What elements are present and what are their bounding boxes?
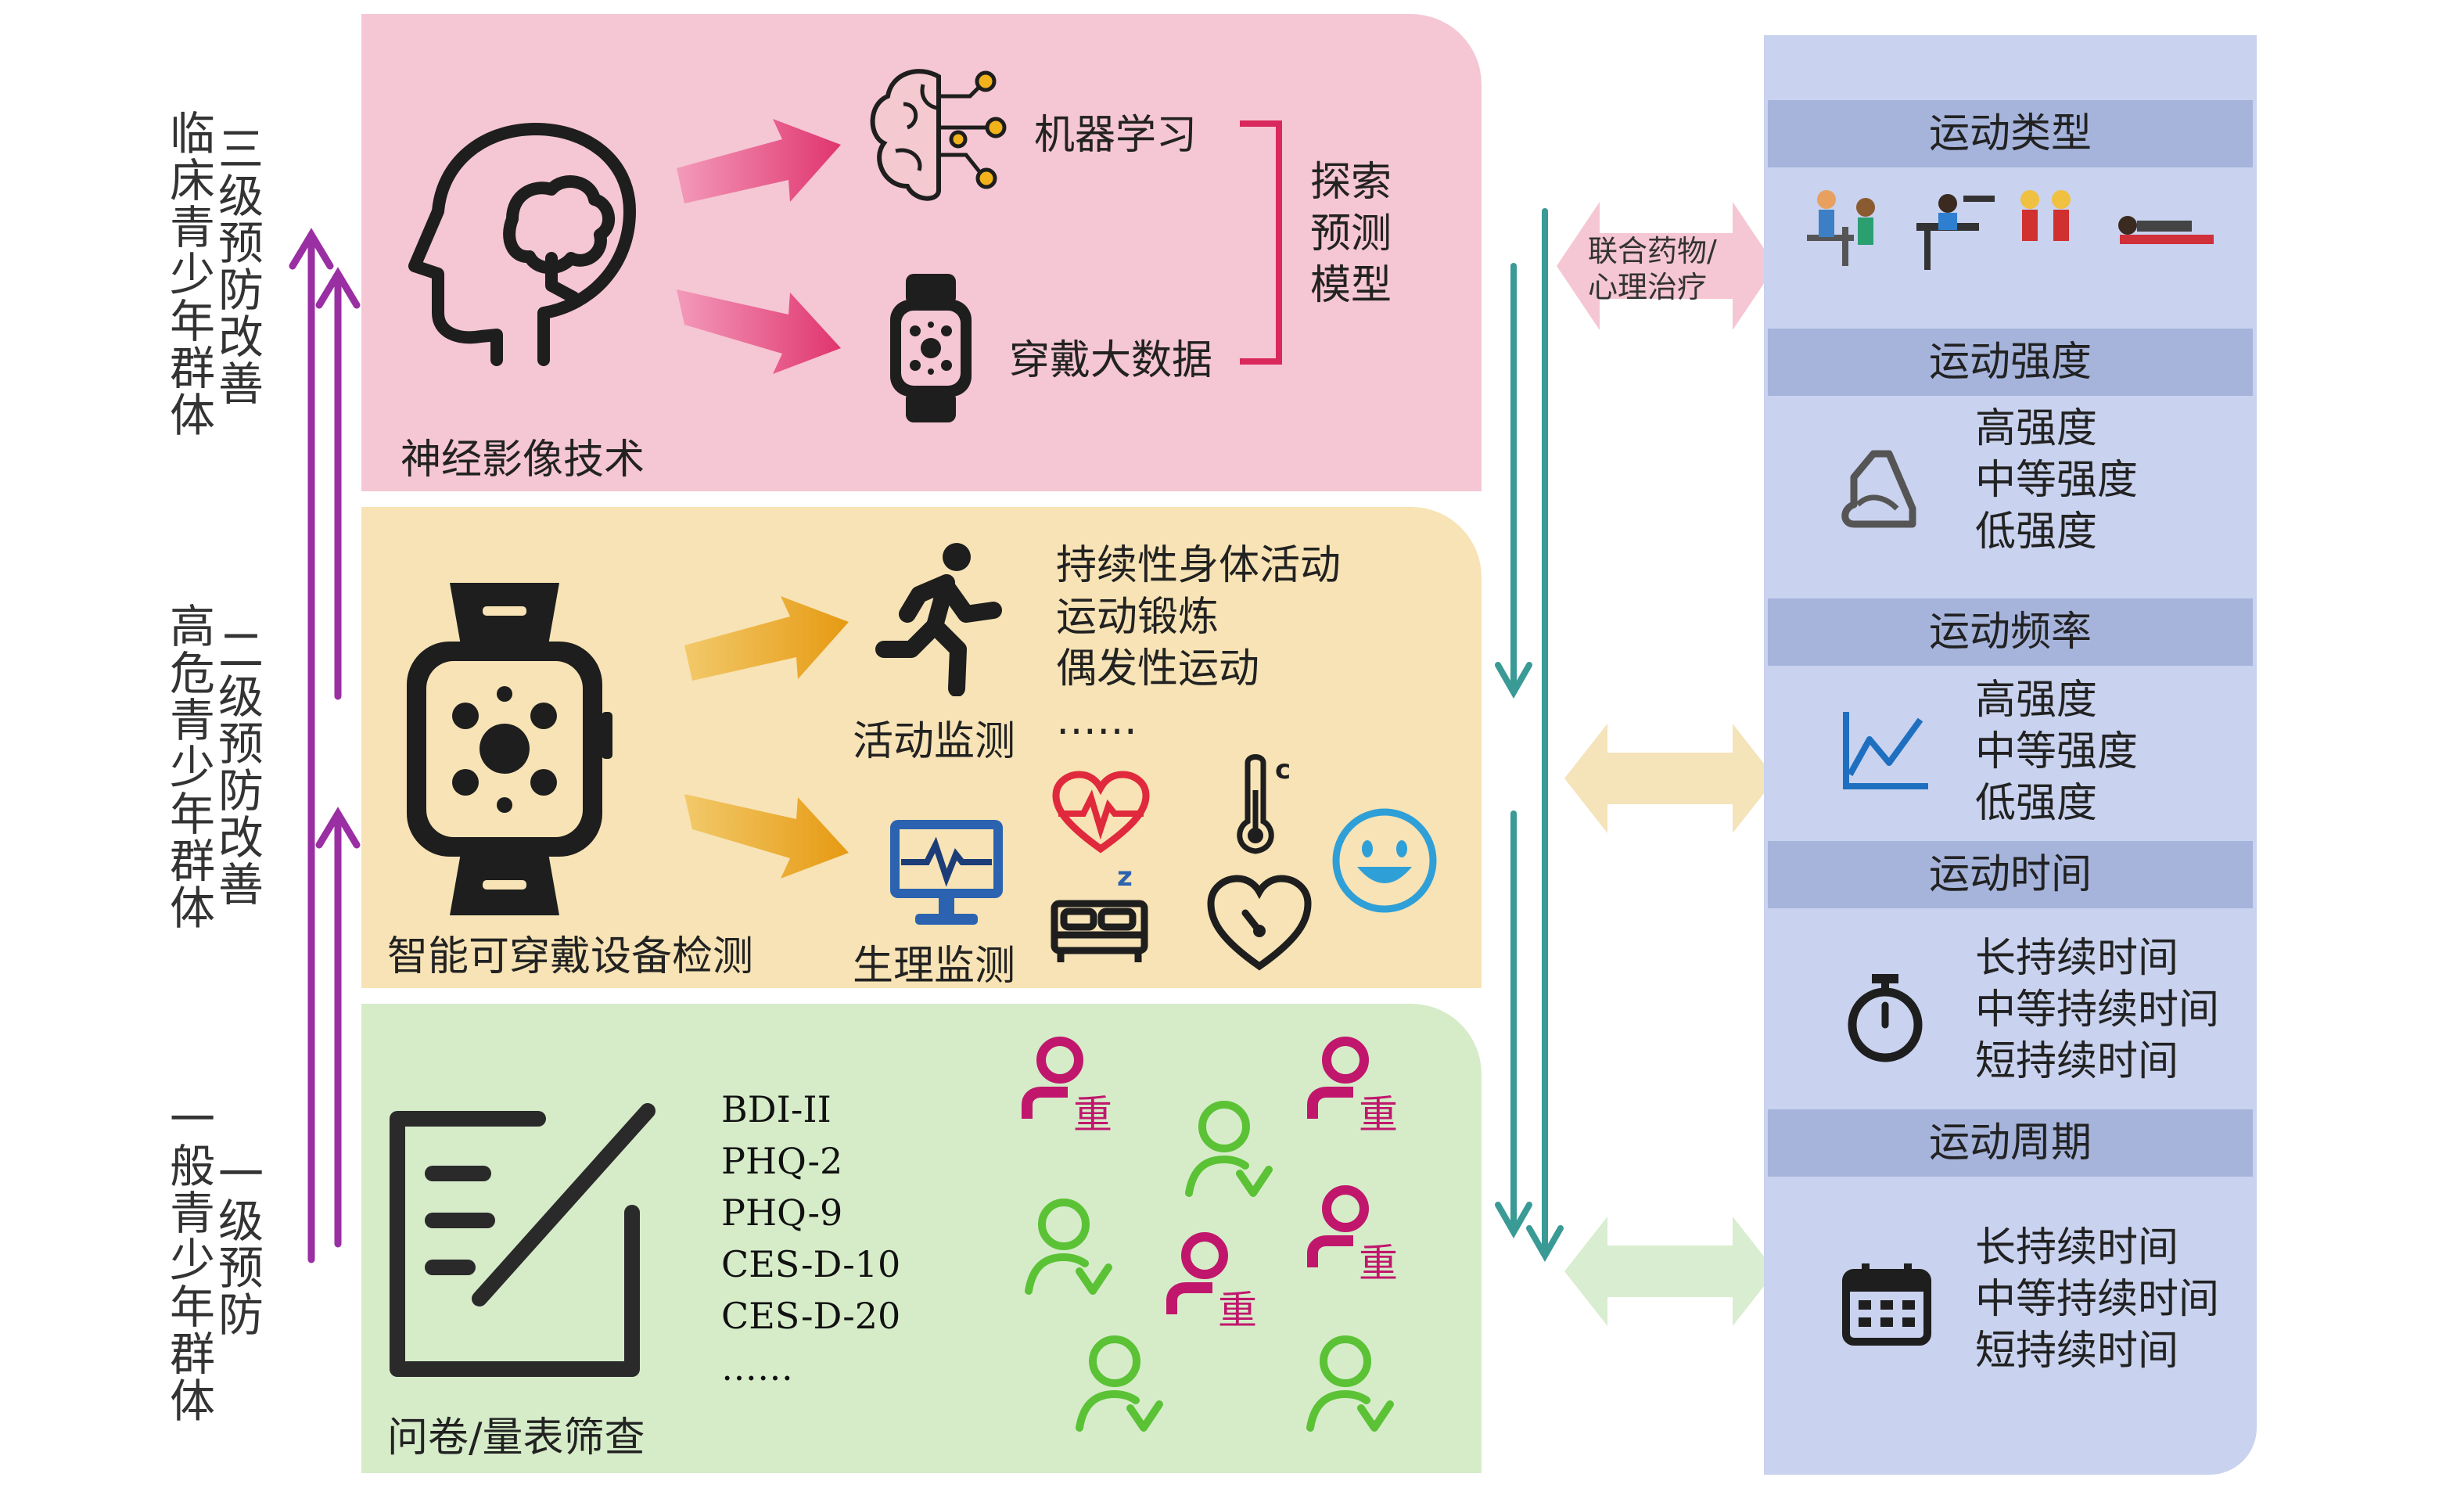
intensity-list: 高强度 中等强度 低强度 [1975,405,2139,555]
pink-arrow-to-wearable [677,289,841,374]
person-severe-icon [1166,1232,1228,1314]
person-severe-icon [1307,1185,1369,1267]
explore-model-text: 探索 预测 模型 [1310,159,1392,309]
stopwatch-icon [1848,974,1923,1062]
activity-monitor-label: 活动监测 [853,718,1016,765]
person-severe-icon [1307,1037,1369,1119]
exercise-images [1807,190,2214,270]
orange-arrow-to-physio [684,794,849,879]
scale-item: BDI-II [721,1088,832,1130]
yellow-double-arrow [1564,724,1776,833]
scale-list: BDI-II PHQ-2 PHQ-9 CES-D-10 CES-D-20 …… [721,1084,900,1393]
questionnaire-panel [361,1004,1482,1473]
tier1-prevention-label: 一级预防 [210,1150,264,1338]
wearable-big-data-label: 穿戴大数据 [1009,337,1213,384]
orange-arrow-to-activity [684,596,849,681]
activity-items: 持续性身体活动 运动锻炼 偶发性运动 …… [1056,540,1341,746]
person-check-icon [1306,1335,1394,1432]
line-chart-icon [1843,712,1928,789]
scale-item: CES-D-20 [721,1295,901,1337]
scale-item: PHQ-2 [721,1140,843,1182]
questionnaire-caption: 问卷/量表筛查 [387,1414,645,1461]
scale-item: PHQ-9 [721,1191,843,1234]
tier2-group-label: 高危青少年群体 [162,602,215,931]
exercise-duration-header: 运动时间 [1768,841,2253,908]
scale-item: CES-D-10 [721,1243,901,1285]
bracket [1240,120,1282,365]
purple-up-arrows [289,228,361,1263]
combined-therapy-label: 联合药物/ 心理治疗 [1588,234,1717,304]
machine-learning-label: 机器学习 [1034,112,1198,159]
person-check-icon [1076,1335,1163,1432]
intensity-icon [1841,450,1916,528]
smartwatch-small-icon [890,274,972,422]
tier1-group-label: 一般青少年群体 [162,1095,215,1424]
activity-item: 持续性身体活动 [1056,542,1342,589]
duration-list: 长持续时间 中等持续时间 短持续时间 [1975,935,2220,1085]
physio-monitor-label: 生理监测 [853,943,1016,990]
person-severe-icon [1022,1037,1083,1119]
severe-tag: 重 [1218,1288,1257,1333]
person-check-icon [1185,1101,1273,1197]
calendar-icon [1842,1263,1931,1346]
frequency-list: 高强度 中等强度 低强度 [1975,677,2139,827]
monitor-ecg-icon [890,820,1003,925]
activity-item: …… [1056,697,1137,744]
exercise-intensity-header: 运动强度 [1768,329,2253,396]
tier3-prevention-label: 三级预防改善 [210,125,264,407]
exercise-type-header: 运动类型 [1768,100,2253,167]
severe-tag: 重 [1359,1092,1398,1138]
activity-item: 偶发性运动 [1056,645,1260,692]
smiley-icon [1332,808,1437,913]
teal-down-arrows [1495,208,1564,1263]
pink-arrow-to-ml [677,119,841,203]
bed-icon: z [1051,861,1148,962]
severe-tag: 重 [1359,1241,1398,1286]
wearable-caption: 智能可穿戴设备检测 [387,933,754,980]
pink-double-arrow [1557,202,1776,330]
neuroimaging-caption: 神经影像技术 [400,437,645,483]
tier2-prevention-label: 二级预防改善 [210,626,264,908]
brain-network-icon [870,69,1007,201]
scale-item: …… [721,1346,793,1389]
exercise-frequency-header: 运动频率 [1768,598,2253,666]
heart-pulse-icon [1052,771,1150,854]
smartwatch-icon [407,583,612,915]
heart-gauge-icon [1207,875,1312,971]
svg-text:z: z [1117,861,1133,893]
activity-item: 运动锻炼 [1056,594,1219,641]
person-check-icon [1025,1199,1112,1295]
severe-tag: 重 [1073,1092,1112,1138]
green-double-arrow [1564,1217,1776,1326]
exercise-period-header: 运动周期 [1768,1109,2253,1177]
thermometer-icon: c [1237,754,1291,854]
runner-icon [875,543,1002,696]
tier3-group-label: 临床青少年群体 [162,110,215,438]
thermometer-unit: c [1275,754,1291,785]
questionnaire-icon [390,1103,656,1377]
head-brain-icon [408,123,636,366]
period-list: 长持续时间 中等持续时间 短持续时间 [1975,1224,2220,1375]
